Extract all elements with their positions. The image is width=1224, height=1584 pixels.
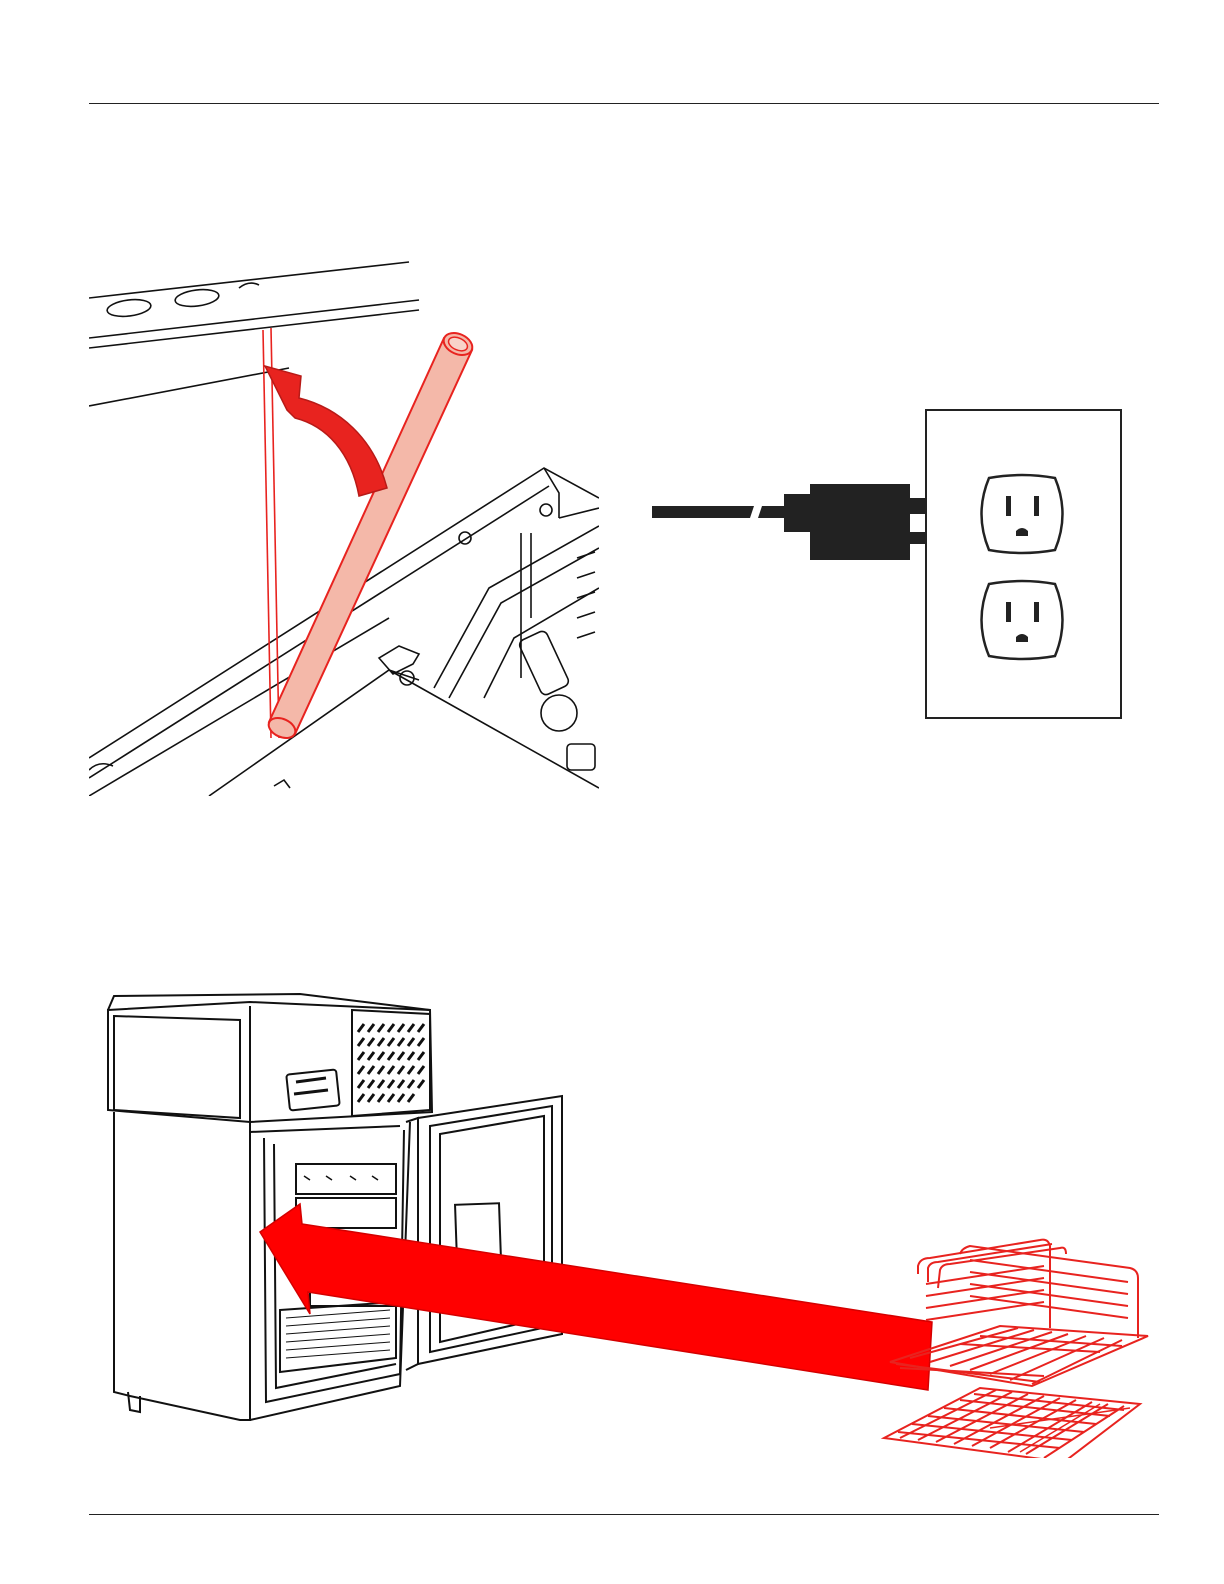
unit-with-shelves-illustration-icon xyxy=(100,992,1160,1458)
shelf-install-figure xyxy=(100,992,1160,1458)
drain-hose-illustration-icon xyxy=(89,258,599,796)
footer-rule xyxy=(89,1514,1159,1515)
power-outlet-figure xyxy=(650,408,1125,723)
plug-and-outlet-illustration-icon xyxy=(650,408,1125,723)
header-rule xyxy=(89,103,1159,104)
drain-hose-figure xyxy=(89,258,599,796)
